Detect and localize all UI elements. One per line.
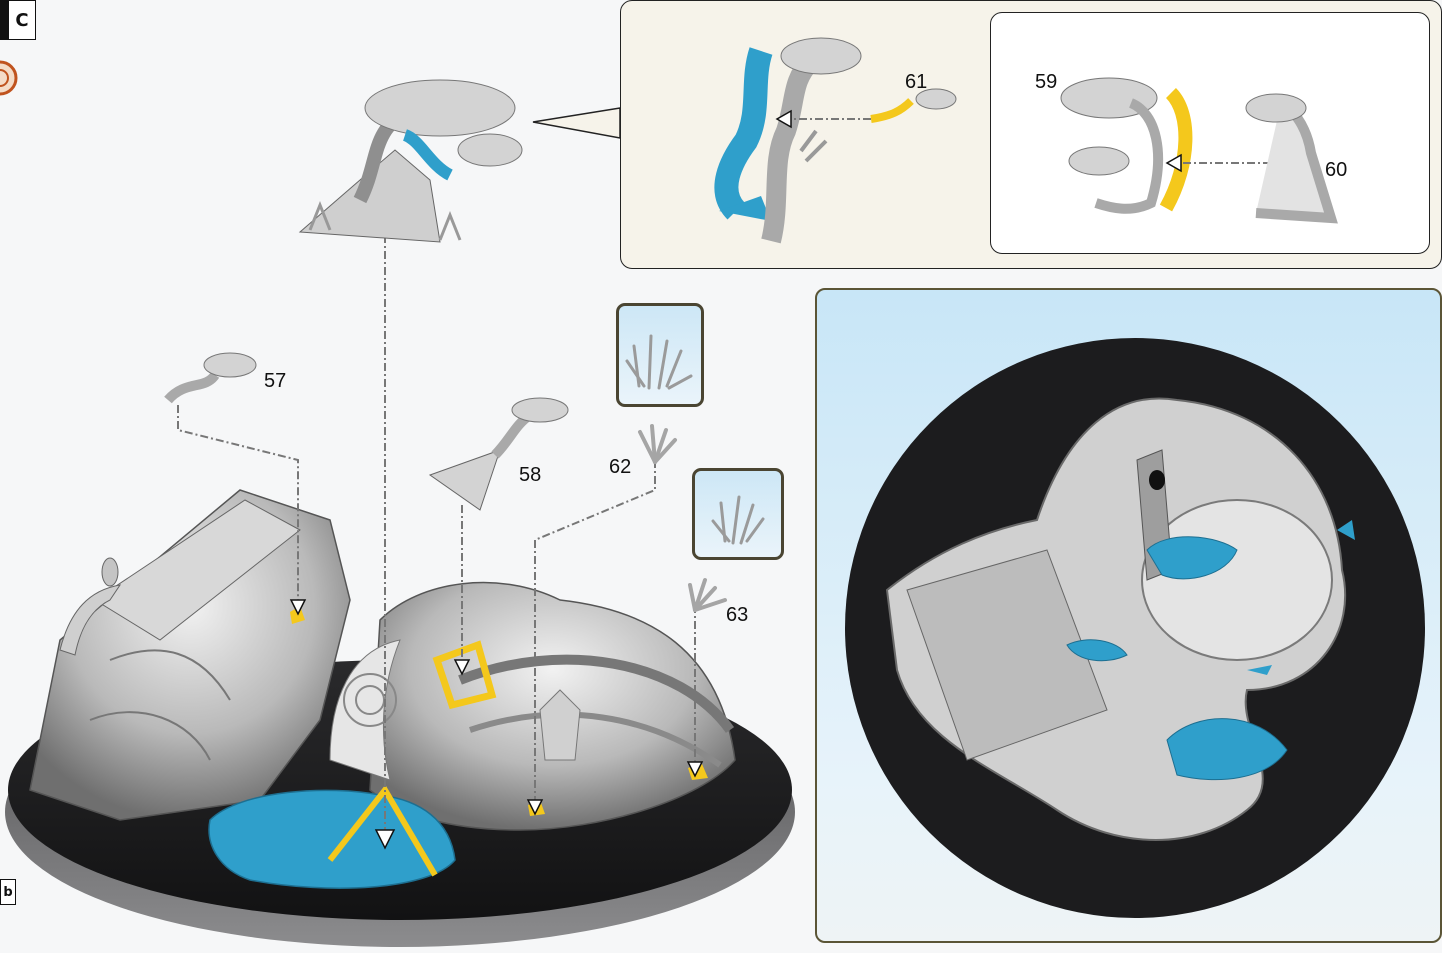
part-57-tree [168, 353, 256, 400]
arrow-left-icon [1167, 155, 1181, 171]
subassembly-illustration [991, 13, 1429, 253]
part-number-63: 63 [726, 604, 748, 627]
part-number-61: 61 [905, 71, 927, 94]
grass-icon [695, 471, 781, 557]
grass-reference-62 [616, 303, 704, 407]
top-view-photo-panel [815, 288, 1442, 943]
tree-detail-illustration [621, 1, 991, 270]
part-62-grass [640, 426, 675, 462]
ruined-dome [330, 583, 735, 830]
top-view-illustration [817, 290, 1440, 941]
part-number-59: 59 [1035, 71, 1057, 94]
subassembly-panel: 59 60 [990, 12, 1430, 254]
part-number-62: 62 [609, 456, 631, 479]
part-number-58: 58 [519, 464, 541, 487]
part-58-tree [430, 398, 568, 510]
part-63-grass [690, 580, 725, 610]
grass-icon [619, 306, 701, 404]
part-number-60: 60 [1325, 159, 1347, 182]
tree-assembly-piece [300, 80, 522, 242]
grass-reference-63 [692, 468, 784, 560]
part-number-57: 57 [264, 370, 286, 393]
